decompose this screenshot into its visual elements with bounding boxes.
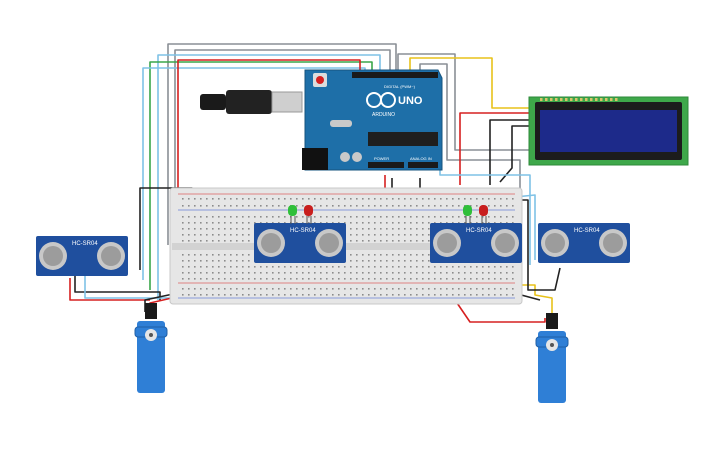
lcd-screen (540, 110, 677, 152)
wire-lightblue-left (84, 275, 170, 299)
wire-red-left-main (177, 59, 361, 245)
sensor-label: HC-SR04 (290, 228, 316, 234)
wire-black-lcd-2 (499, 125, 530, 183)
ultrasonic-sensor-left: HC-SR04 (36, 236, 128, 276)
wire-lightblue-right (439, 170, 531, 265)
wire-yellow-right (409, 57, 530, 109)
usb-port (271, 91, 303, 113)
wire-gray-top-1 (174, 49, 391, 245)
infinity-logo-icon (366, 92, 396, 108)
wire-lightblue-top-2 (142, 67, 366, 280)
wire-red-servo-right (454, 299, 546, 323)
digital-header (352, 72, 438, 78)
led-red-2 (479, 205, 488, 224)
wire-gray-right-2 (419, 63, 521, 200)
ultrasonic-sensor-center-right: HC-SR04 (430, 223, 522, 263)
sensor-label: HC-SR04 (466, 228, 492, 234)
wire-black-lcd (489, 119, 530, 185)
led-green-2 (463, 205, 472, 224)
atmega-chip (368, 132, 438, 146)
servo-left (134, 303, 168, 393)
wire-yellow-servo-right (500, 284, 553, 318)
wire-green-top (149, 61, 373, 290)
wire-black-left-bottom (74, 275, 161, 300)
wire-lightblue-top-1 (157, 54, 381, 300)
led-red-1 (304, 205, 313, 224)
usb-plug (200, 94, 226, 110)
arduino-uno: UNO ARDUINO DIGITAL (PWM~) POWER ANALOG … (200, 69, 443, 171)
analog-header-label: ANALOG IN (410, 156, 432, 161)
sensor-label: HC-SR04 (72, 241, 98, 247)
sensor-label: HC-SR04 (574, 228, 600, 234)
usb-connector (226, 90, 272, 114)
wire-gray-top-2 (167, 43, 397, 245)
lcd-display (528, 96, 689, 166)
wire-red-lcd (459, 112, 530, 185)
analog-header (408, 162, 438, 168)
wire-red-left-gnd (69, 278, 150, 301)
arduino-model-label: UNO (398, 95, 423, 107)
digital-header-label: DIGITAL (PWM~) (384, 84, 416, 89)
leds (288, 205, 488, 224)
power-header (368, 162, 404, 168)
arduino-brand-label: ARDUINO (372, 112, 395, 118)
wire-black-right-sensor (520, 199, 561, 291)
power-jack (302, 148, 328, 170)
wire-gray-right-1 (397, 53, 540, 151)
servo-right (535, 313, 569, 403)
led-green-1 (288, 205, 297, 224)
ultrasonic-sensor-right: HC-SR04 (538, 223, 630, 263)
power-header-label: POWER (374, 156, 389, 161)
ultrasonic-sensor-center-left: HC-SR04 (254, 223, 346, 263)
lcd-pins (540, 98, 618, 101)
